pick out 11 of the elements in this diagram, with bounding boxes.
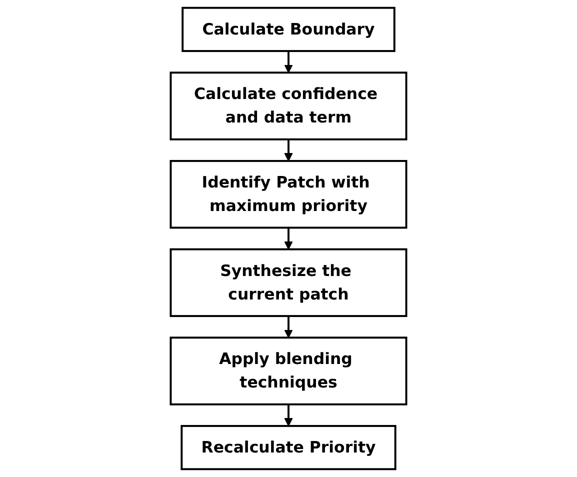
node-box: Apply blending techniques (170, 336, 408, 406)
arrow (284, 404, 293, 426)
node-box: Recalculate Priority (180, 424, 396, 470)
arrow (284, 139, 293, 162)
node-box: Synthesize the current patch (170, 248, 408, 318)
arrow (284, 316, 293, 338)
node-box: Calculate confidence and data term (170, 72, 408, 140)
arrow (284, 51, 293, 74)
arrow (284, 228, 293, 250)
node-box: Calculate Boundary (182, 6, 396, 52)
node-box: Identify Patch with maximum priority (170, 160, 408, 229)
